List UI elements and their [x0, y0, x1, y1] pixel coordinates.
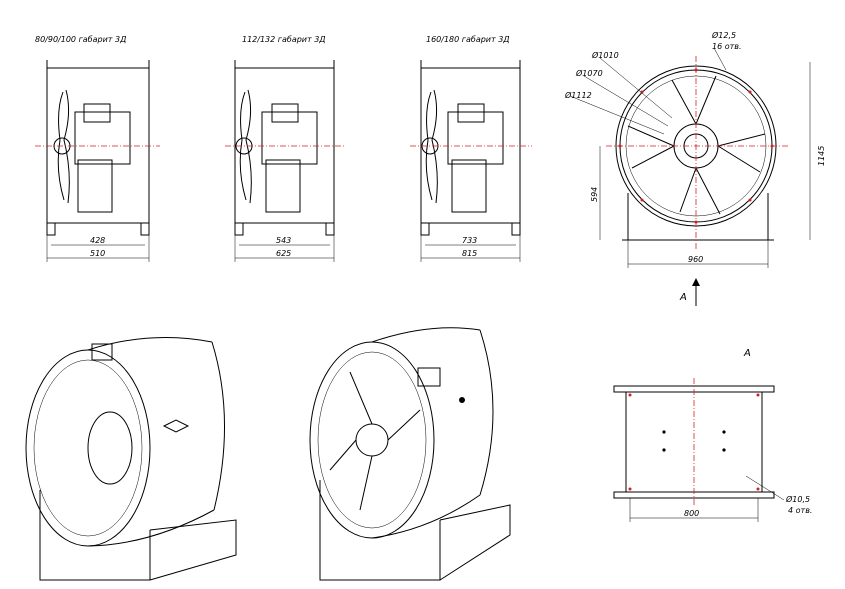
- side-view-2-dim-inner: 543: [276, 236, 291, 245]
- side-view-1-caption: 80/90/100 габарит 3Д: [35, 35, 126, 44]
- front-height-axis: 594: [590, 187, 599, 202]
- front-view: Ø1010 Ø1070 Ø1112 Ø12,5 16 отв. 1145 594…: [564, 30, 826, 268]
- front-dia-1070: Ø1070: [575, 68, 603, 78]
- bottom-view-title: А: [743, 348, 751, 359]
- view-arrow-label: А: [679, 292, 687, 303]
- side-view-2: 112/132 габарит 3Д 543 625: [225, 35, 345, 262]
- side-view-3-dim-inner: 733: [462, 236, 477, 245]
- front-dia-1010: Ø1010: [591, 50, 619, 60]
- side-view-1-dim-inner: 428: [90, 236, 105, 245]
- side-view-2-caption: 112/132 габарит 3Д: [242, 35, 326, 44]
- front-width: 960: [688, 255, 703, 264]
- side-view-3-caption: 160/180 габарит 3Д: [426, 35, 510, 44]
- bottom-view: А 800 Ø10,5 4 отв.: [613, 348, 812, 522]
- front-dia-1112: Ø1112: [564, 90, 592, 100]
- side-view-1: 80/90/100 габарит 3Д 428 510: [35, 35, 160, 262]
- bottom-view-hole-count: 4 отв.: [788, 506, 812, 515]
- view-arrow: А: [679, 278, 700, 306]
- side-view-1-dim-outer: 510: [90, 249, 105, 258]
- front-hole-count: 16 отв.: [712, 42, 742, 51]
- bottom-view-hole-dia: Ø10,5: [785, 494, 810, 504]
- isometric-view-2: [309, 327, 511, 581]
- bottom-view-width: 800: [684, 509, 699, 518]
- front-hole-dia: Ø12,5: [711, 30, 736, 40]
- side-view-3-dim-outer: 815: [462, 249, 477, 258]
- front-height-total: 1145: [817, 146, 826, 166]
- side-view-3: 160/180 габарит 3Д 733 815: [410, 35, 532, 262]
- isometric-view-1: [25, 337, 237, 581]
- side-view-2-dim-outer: 625: [276, 249, 291, 258]
